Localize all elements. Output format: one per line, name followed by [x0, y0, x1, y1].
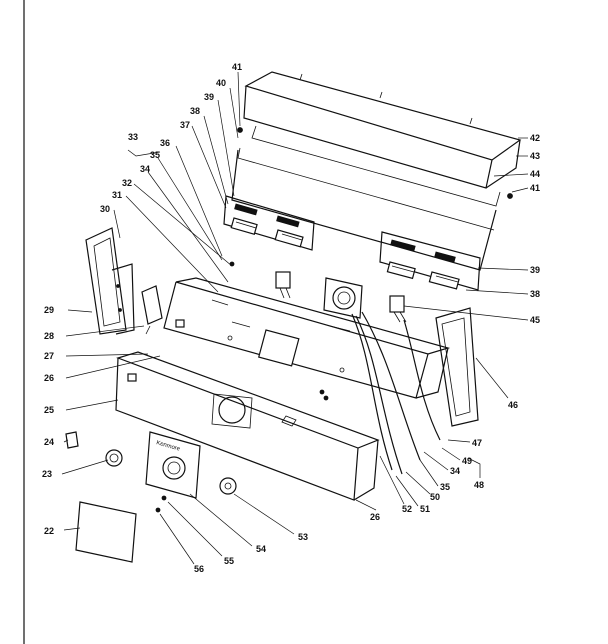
- right-end-cap: [435, 307, 479, 427]
- label-44: 44: [530, 169, 540, 179]
- label-38-right: 38: [530, 289, 540, 299]
- label-49: 49: [462, 456, 472, 466]
- label-25: 25: [44, 405, 54, 415]
- label-32: 32: [122, 178, 132, 188]
- screws-55-56: [155, 495, 167, 513]
- label-29: 29: [44, 305, 54, 315]
- label-30: 30: [100, 204, 110, 214]
- label-36: 36: [160, 138, 170, 148]
- label-27: 27: [44, 351, 54, 361]
- label-37: 37: [180, 120, 190, 130]
- cover-plate-22: [75, 501, 137, 563]
- clip-24: [65, 431, 79, 449]
- label-39-top: 39: [204, 92, 214, 102]
- leader-lines: [61, 71, 529, 565]
- label-28: 28: [44, 331, 54, 341]
- panel-logo: Kenmore: [155, 440, 181, 453]
- timer-motor: [323, 277, 421, 475]
- label-43: 43: [530, 151, 540, 161]
- label-24: 24: [44, 437, 54, 447]
- label-53: 53: [298, 532, 308, 542]
- label-54: 54: [256, 544, 266, 554]
- screw-41-top: [237, 127, 243, 133]
- label-48: 48: [474, 480, 484, 490]
- label-34-bottom: 34: [450, 466, 460, 476]
- label-23: 23: [42, 469, 52, 479]
- timer-dial-plate: Kenmore: [145, 431, 201, 499]
- label-41-top: 41: [232, 62, 242, 72]
- label-55: 55: [224, 556, 234, 566]
- label-46: 46: [508, 400, 518, 410]
- screw-26: [319, 389, 325, 395]
- label-33: 33: [128, 132, 138, 142]
- control-knob-23: [105, 449, 123, 467]
- top-cover-assembly: [231, 71, 522, 271]
- right-switch-bezel: [379, 231, 481, 291]
- label-39-right: 39: [530, 265, 540, 275]
- screw-32: [229, 261, 235, 267]
- label-52: 52: [402, 504, 412, 514]
- label-31: 31: [112, 190, 122, 200]
- label-50: 50: [430, 492, 440, 502]
- buzzer-module: [141, 285, 163, 335]
- label-40: 40: [216, 78, 226, 88]
- screw-41-right: [507, 193, 513, 199]
- label-26-bottom: 26: [370, 512, 380, 522]
- label-47: 47: [472, 438, 482, 448]
- label-22: 22: [44, 526, 54, 536]
- front-control-panel: [115, 351, 380, 501]
- label-51: 51: [420, 504, 430, 514]
- label-35-top: 35: [150, 150, 160, 160]
- knob-53: [219, 477, 237, 495]
- label-41-right: 41: [530, 183, 540, 193]
- label-56: 56: [194, 564, 204, 574]
- label-34-top: 34: [140, 164, 150, 174]
- console-backsplash: [163, 277, 451, 399]
- label-35-bottom: 35: [440, 482, 450, 492]
- selector-switches: [275, 271, 441, 441]
- label-26-left: 26: [44, 373, 54, 383]
- label-45: 45: [530, 315, 540, 325]
- label-38-top: 38: [190, 106, 200, 116]
- left-end-bracket: [85, 227, 135, 335]
- label-42: 42: [530, 133, 540, 143]
- left-switch-bezel: [223, 195, 315, 251]
